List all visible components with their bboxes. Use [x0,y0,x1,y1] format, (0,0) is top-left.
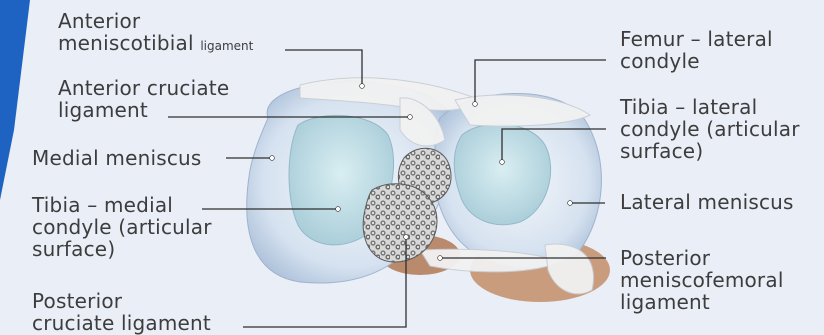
label-anterior-meniscotibial-small: ligament [200,39,253,53]
label-femur-lateral-condyle: Femur – lateral condyle [620,28,773,72]
label-posterior-cruciate-ligament: Posterior cruciate ligament [32,290,211,334]
label-tibia-medial-condyle: Tibia – medial condyle (articular surfac… [32,194,212,260]
label-anterior-cruciate-ligament: Anterior cruciate ligament [58,77,229,121]
label-posterior-meniscofemoral-ligament: Posterior meniscofemoral ligament [620,247,784,313]
label-lateral-meniscus: Lateral meniscus [620,191,794,213]
label-anterior-meniscotibial-ligament: Anterior meniscotibial ligament [58,10,253,57]
label-medial-meniscus: Medial meniscus [32,147,202,169]
label-anterior-meniscotibial-main: Anterior meniscotibial [58,9,194,55]
label-tibia-lateral-condyle: Tibia – lateral condyle (articular surfa… [620,96,800,162]
